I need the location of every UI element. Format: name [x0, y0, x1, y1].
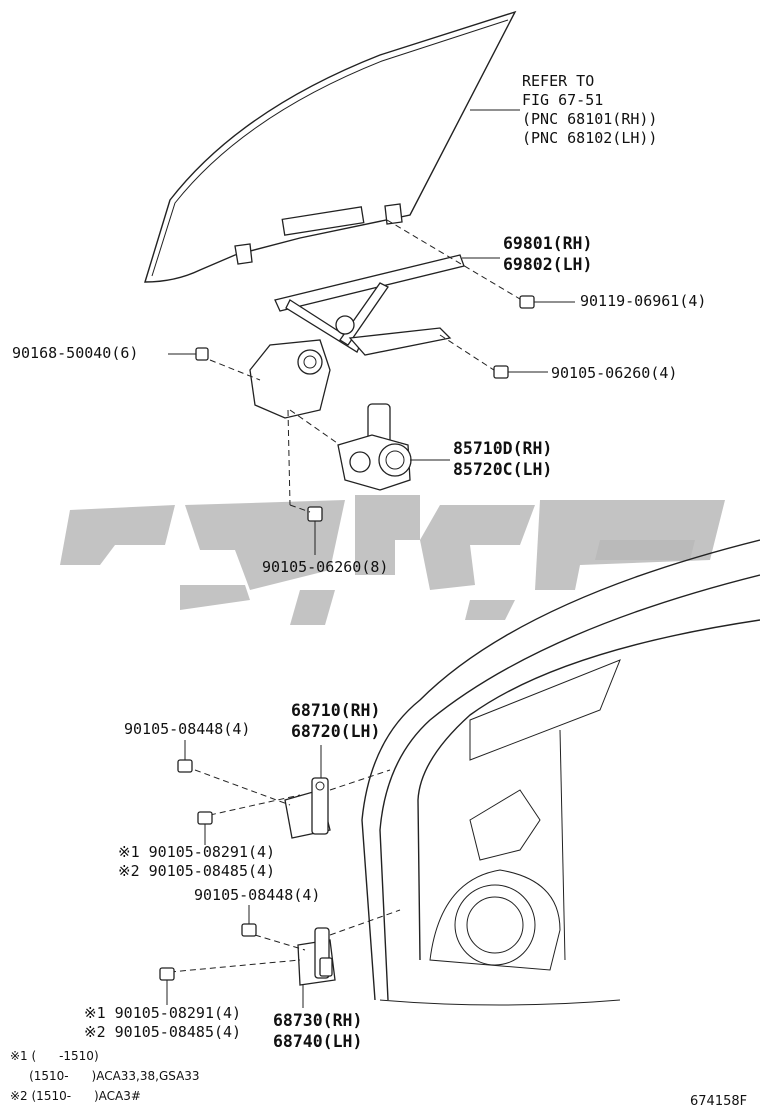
refer-line-4: (PNC 68102(LH))	[522, 129, 658, 147]
refer-line-3: (PNC 68101(RH))	[522, 110, 658, 128]
figure-code: 674158F	[690, 1094, 748, 1109]
label-90105-08485-b[interactable]: ※2 90105-08485(4)	[84, 1023, 242, 1041]
watermark-logo	[60, 495, 725, 625]
lower-door-hinge	[159, 905, 401, 1008]
label-69801[interactable]: 69801(RH)	[503, 234, 593, 253]
window-regulator	[249, 254, 465, 419]
window-motor	[337, 403, 412, 491]
note-2: (1510- )ACA33,38,GSA33	[10, 1069, 200, 1083]
label-85720c[interactable]: 85720C(LH)	[453, 460, 553, 479]
label-69802[interactable]: 69802(LH)	[503, 255, 593, 274]
label-90105-08291-b[interactable]: ※1 90105-08291(4)	[84, 1004, 242, 1022]
door-glass	[144, 10, 517, 283]
upper-door-hinge	[177, 740, 391, 845]
note-3: ※2 (1510- )ACA3#	[10, 1089, 141, 1103]
label-90105-08448-a[interactable]: 90105-08448(4)	[124, 720, 251, 738]
label-90105-08291-a[interactable]: ※1 90105-08291(4)	[118, 843, 276, 861]
label-90105-06260-8[interactable]: 90105-06260(8)	[262, 558, 389, 576]
label-85710d[interactable]: 85710D(RH)	[453, 439, 553, 458]
label-68730[interactable]: 68730(RH)	[273, 1011, 363, 1030]
door-frame	[361, 539, 760, 1006]
label-68720[interactable]: 68720(LH)	[291, 722, 381, 741]
refer-line-2: FIG 67-51	[522, 91, 604, 109]
label-68710[interactable]: 68710(RH)	[291, 701, 381, 720]
label-90105-06260-4[interactable]: 90105-06260(4)	[551, 364, 678, 382]
note-1: ※1 ( -1510)	[10, 1049, 99, 1063]
label-90105-08448-b[interactable]: 90105-08448(4)	[194, 886, 321, 904]
upper-fasteners	[168, 219, 575, 555]
refer-line-1: REFER TO	[522, 72, 595, 90]
label-90105-08485-a[interactable]: ※2 90105-08485(4)	[118, 862, 276, 880]
label-68740[interactable]: 68740(LH)	[273, 1032, 363, 1051]
label-90168-50040[interactable]: 90168-50040(6)	[12, 344, 139, 362]
label-90119-06961[interactable]: 90119-06961(4)	[580, 292, 707, 310]
